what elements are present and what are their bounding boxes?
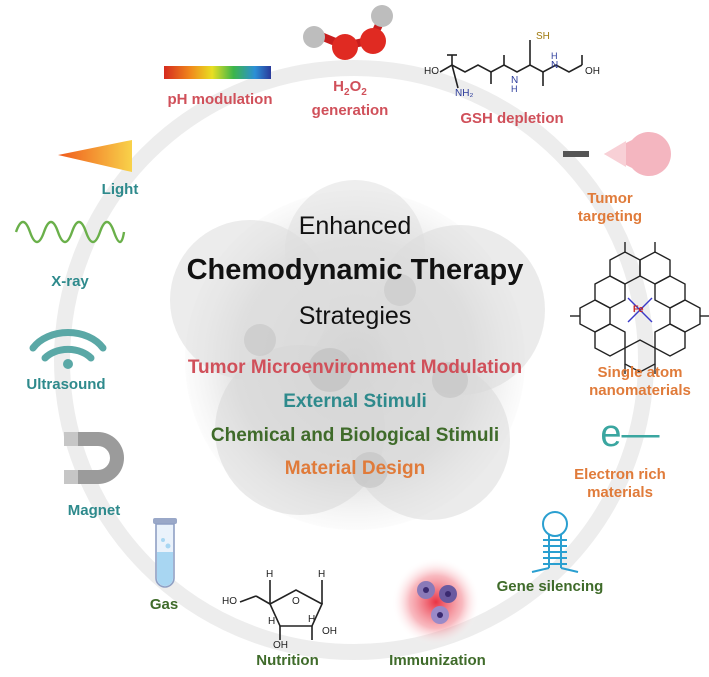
gsh-oh-label: OH: [585, 66, 600, 77]
category-tumor-microenvironment: Tumor Microenvironment Modulation: [187, 357, 523, 378]
label-ph-modulation: pH modulation: [167, 91, 273, 108]
tumor-cell-cloud: [170, 180, 545, 530]
label-xray: X-ray: [51, 273, 89, 290]
label-gene-silencing: Gene silencing: [496, 578, 604, 595]
tumor-targeting-icon: [563, 132, 671, 177]
gsh-sh-label: SH: [536, 31, 550, 42]
gas-test-tube-icon: [153, 518, 177, 588]
light-beam-icon: [58, 140, 132, 172]
sugar-o-label: O: [292, 596, 300, 607]
sugar-h1-label: H: [266, 569, 274, 580]
label-immunization: Immunization: [389, 652, 486, 669]
gsh-n1-label: N: [511, 75, 519, 86]
gsh-h1-label: H: [511, 84, 518, 94]
gsh-n2-label: N: [551, 60, 559, 71]
title-line1: Enhanced: [298, 212, 412, 240]
label-magnet: Magnet: [67, 502, 121, 519]
label-light: Light: [101, 181, 139, 198]
nutrition-sugar-icon: [239, 580, 324, 640]
title-line3: Strategies: [298, 302, 412, 330]
sugar-ho-label: HO: [222, 596, 237, 607]
electron-symbol: e—: [600, 413, 660, 455]
xray-wave-icon: [14, 220, 126, 244]
immune-cells-icon: [392, 558, 480, 646]
gsh-ho-label: HO: [424, 66, 439, 77]
ph-gradient-bar: [164, 66, 271, 79]
h2o2-molecule-icon: [303, 5, 393, 60]
strategy-ring: [54, 60, 654, 660]
gsh-nh2-label: NH₂: [455, 88, 474, 99]
magnet-icon: [64, 432, 124, 484]
sugar-oh1-label: OH: [273, 640, 288, 651]
label-ultrasound: Ultrasound: [26, 376, 106, 393]
gsh-h2-label: H: [551, 51, 558, 61]
sugar-oh2-label: OH: [322, 626, 337, 637]
label-gas: Gas: [149, 596, 179, 613]
category-material-design: Material Design: [284, 458, 426, 479]
sugar-h4-label: H: [308, 614, 316, 625]
label-h2o2-generation: H2O2 generation: [311, 78, 389, 119]
gsh-molecule-icon: [439, 40, 583, 89]
gene-silencing-hairpin-icon: [531, 511, 579, 573]
sugar-h2-label: H: [318, 569, 326, 580]
label-gsh-depletion: GSH depletion: [460, 110, 564, 127]
single-atom-structure-icon: [570, 242, 709, 374]
category-external-stimuli: External Stimuli: [283, 391, 427, 412]
label-nutrition: Nutrition: [256, 652, 319, 669]
title-line2: Chemodynamic Therapy: [186, 254, 524, 286]
sugar-h3-label: H: [268, 616, 276, 627]
category-chemical-biological: Chemical and Biological Stimuli: [210, 425, 500, 446]
ultrasound-waves-icon: [29, 329, 107, 369]
fe-atom-label: Fe: [633, 304, 644, 314]
